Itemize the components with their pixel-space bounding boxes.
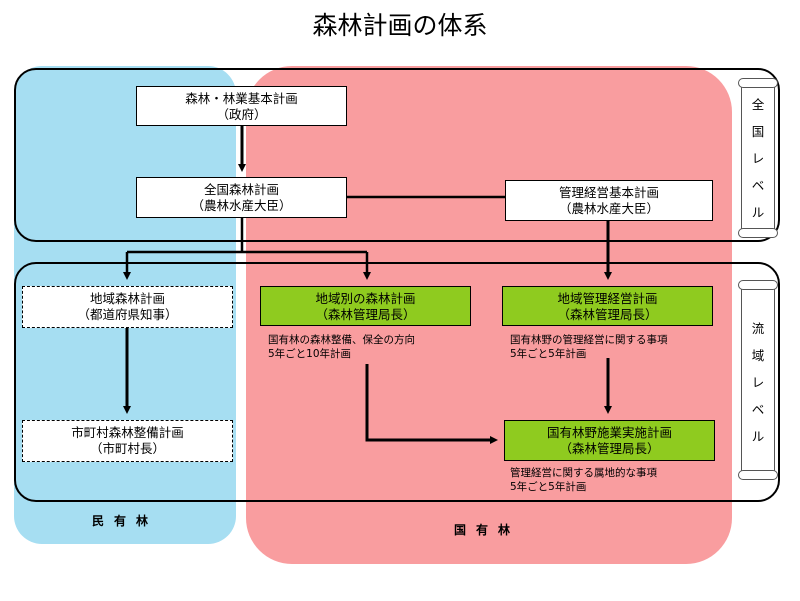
national-level-char-2: 国 [751, 124, 765, 139]
national-level-frame [14, 68, 780, 242]
basin-level-char-3: レ [751, 375, 765, 390]
implementation-plan-title: 国有林野施業実施計画 [546, 425, 672, 440]
implementation-plan-owner: （森林管理局長） [559, 441, 660, 456]
scroll-curl-top [738, 280, 778, 290]
national-level-char-4: ベ [751, 178, 765, 193]
area-forest-plan-owner: （森林管理局長） [315, 307, 416, 322]
implementation-note: 管理経営に関する属地的な事項 5年ごと5年計画 [510, 466, 657, 494]
basic-plan-owner: （政府） [216, 107, 267, 122]
national-level-char-5: ル [751, 205, 765, 220]
area-management-plan-owner: （森林管理局長） [557, 307, 658, 322]
page-title: 森林計画の体系 [312, 11, 488, 40]
area-forest-note-line2: 5年ごと10年計画 [268, 348, 352, 360]
area-management-note-line1: 国有林野の管理経営に関する事項 [510, 334, 668, 346]
basin-level-scroll: 流 域 レ ベ ル [738, 280, 778, 480]
national-forest-plan-title: 全国森林計画 [203, 182, 279, 197]
implementation-note-line1: 管理経営に関する属地的な事項 [510, 467, 657, 479]
national-forest-plan-owner: （農林水産大臣） [191, 198, 292, 213]
national-forest-plan-box: 全国森林計画 （農林水産大臣） [136, 177, 347, 218]
scroll-curl-top [738, 78, 778, 88]
municipal-plan-title: 市町村森林整備計画 [71, 425, 184, 440]
management-basic-plan-owner: （農林水産大臣） [558, 201, 659, 216]
national-level-scroll: 全 国 レ ベ ル [738, 78, 778, 238]
implementation-plan-box: 国有林野施業実施計画 （森林管理局長） [504, 420, 715, 461]
national-forest-label: 国有林 [454, 523, 521, 537]
national-level-char-1: 全 [751, 97, 765, 112]
regional-forest-plan-title: 地域森林計画 [89, 291, 165, 306]
area-management-plan-title: 地域管理経営計画 [557, 291, 658, 306]
municipal-plan-box: 市町村森林整備計画 （市町村長） [22, 420, 233, 462]
basic-plan-box: 森林・林業基本計画 （政府） [136, 86, 347, 126]
area-management-note: 国有林野の管理経営に関する事項 5年ごと5年計画 [510, 333, 668, 361]
area-forest-note: 国有林の森林整備、保全の方向 5年ごと10年計画 [268, 333, 415, 361]
scroll-curl-bottom [738, 228, 778, 238]
basic-plan-title: 森林・林業基本計画 [185, 91, 298, 106]
regional-forest-plan-owner: （都道府県知事） [77, 307, 178, 322]
scroll-curl-bottom [738, 470, 778, 480]
area-management-note-line2: 5年ごと5年計画 [510, 348, 587, 360]
arrow-area-forest-to-implementation [365, 364, 498, 444]
regional-forest-plan-box: 地域森林計画 （都道府県知事） [22, 286, 233, 328]
area-management-plan-box: 地域管理経営計画 （森林管理局長） [502, 286, 713, 326]
basin-level-frame [14, 262, 780, 502]
basin-level-char-1: 流 [751, 321, 765, 336]
national-level-char-3: レ [751, 151, 765, 166]
management-basic-plan-box: 管理経営基本計画 （農林水産大臣） [505, 180, 713, 221]
basin-level-char-5: ル [751, 429, 765, 444]
management-basic-plan-title: 管理経営基本計画 [558, 185, 659, 200]
area-forest-note-line1: 国有林の森林整備、保全の方向 [268, 334, 415, 346]
private-forest-label: 民有林 [92, 514, 159, 528]
implementation-note-line2: 5年ごと5年計画 [510, 481, 587, 493]
area-forest-plan-title: 地域別の森林計画 [315, 291, 416, 306]
basin-level-char-2: 域 [751, 348, 765, 363]
area-forest-plan-box: 地域別の森林計画 （森林管理局長） [260, 286, 471, 326]
municipal-plan-owner: （市町村長） [89, 441, 165, 456]
basin-level-char-4: ベ [751, 402, 765, 417]
